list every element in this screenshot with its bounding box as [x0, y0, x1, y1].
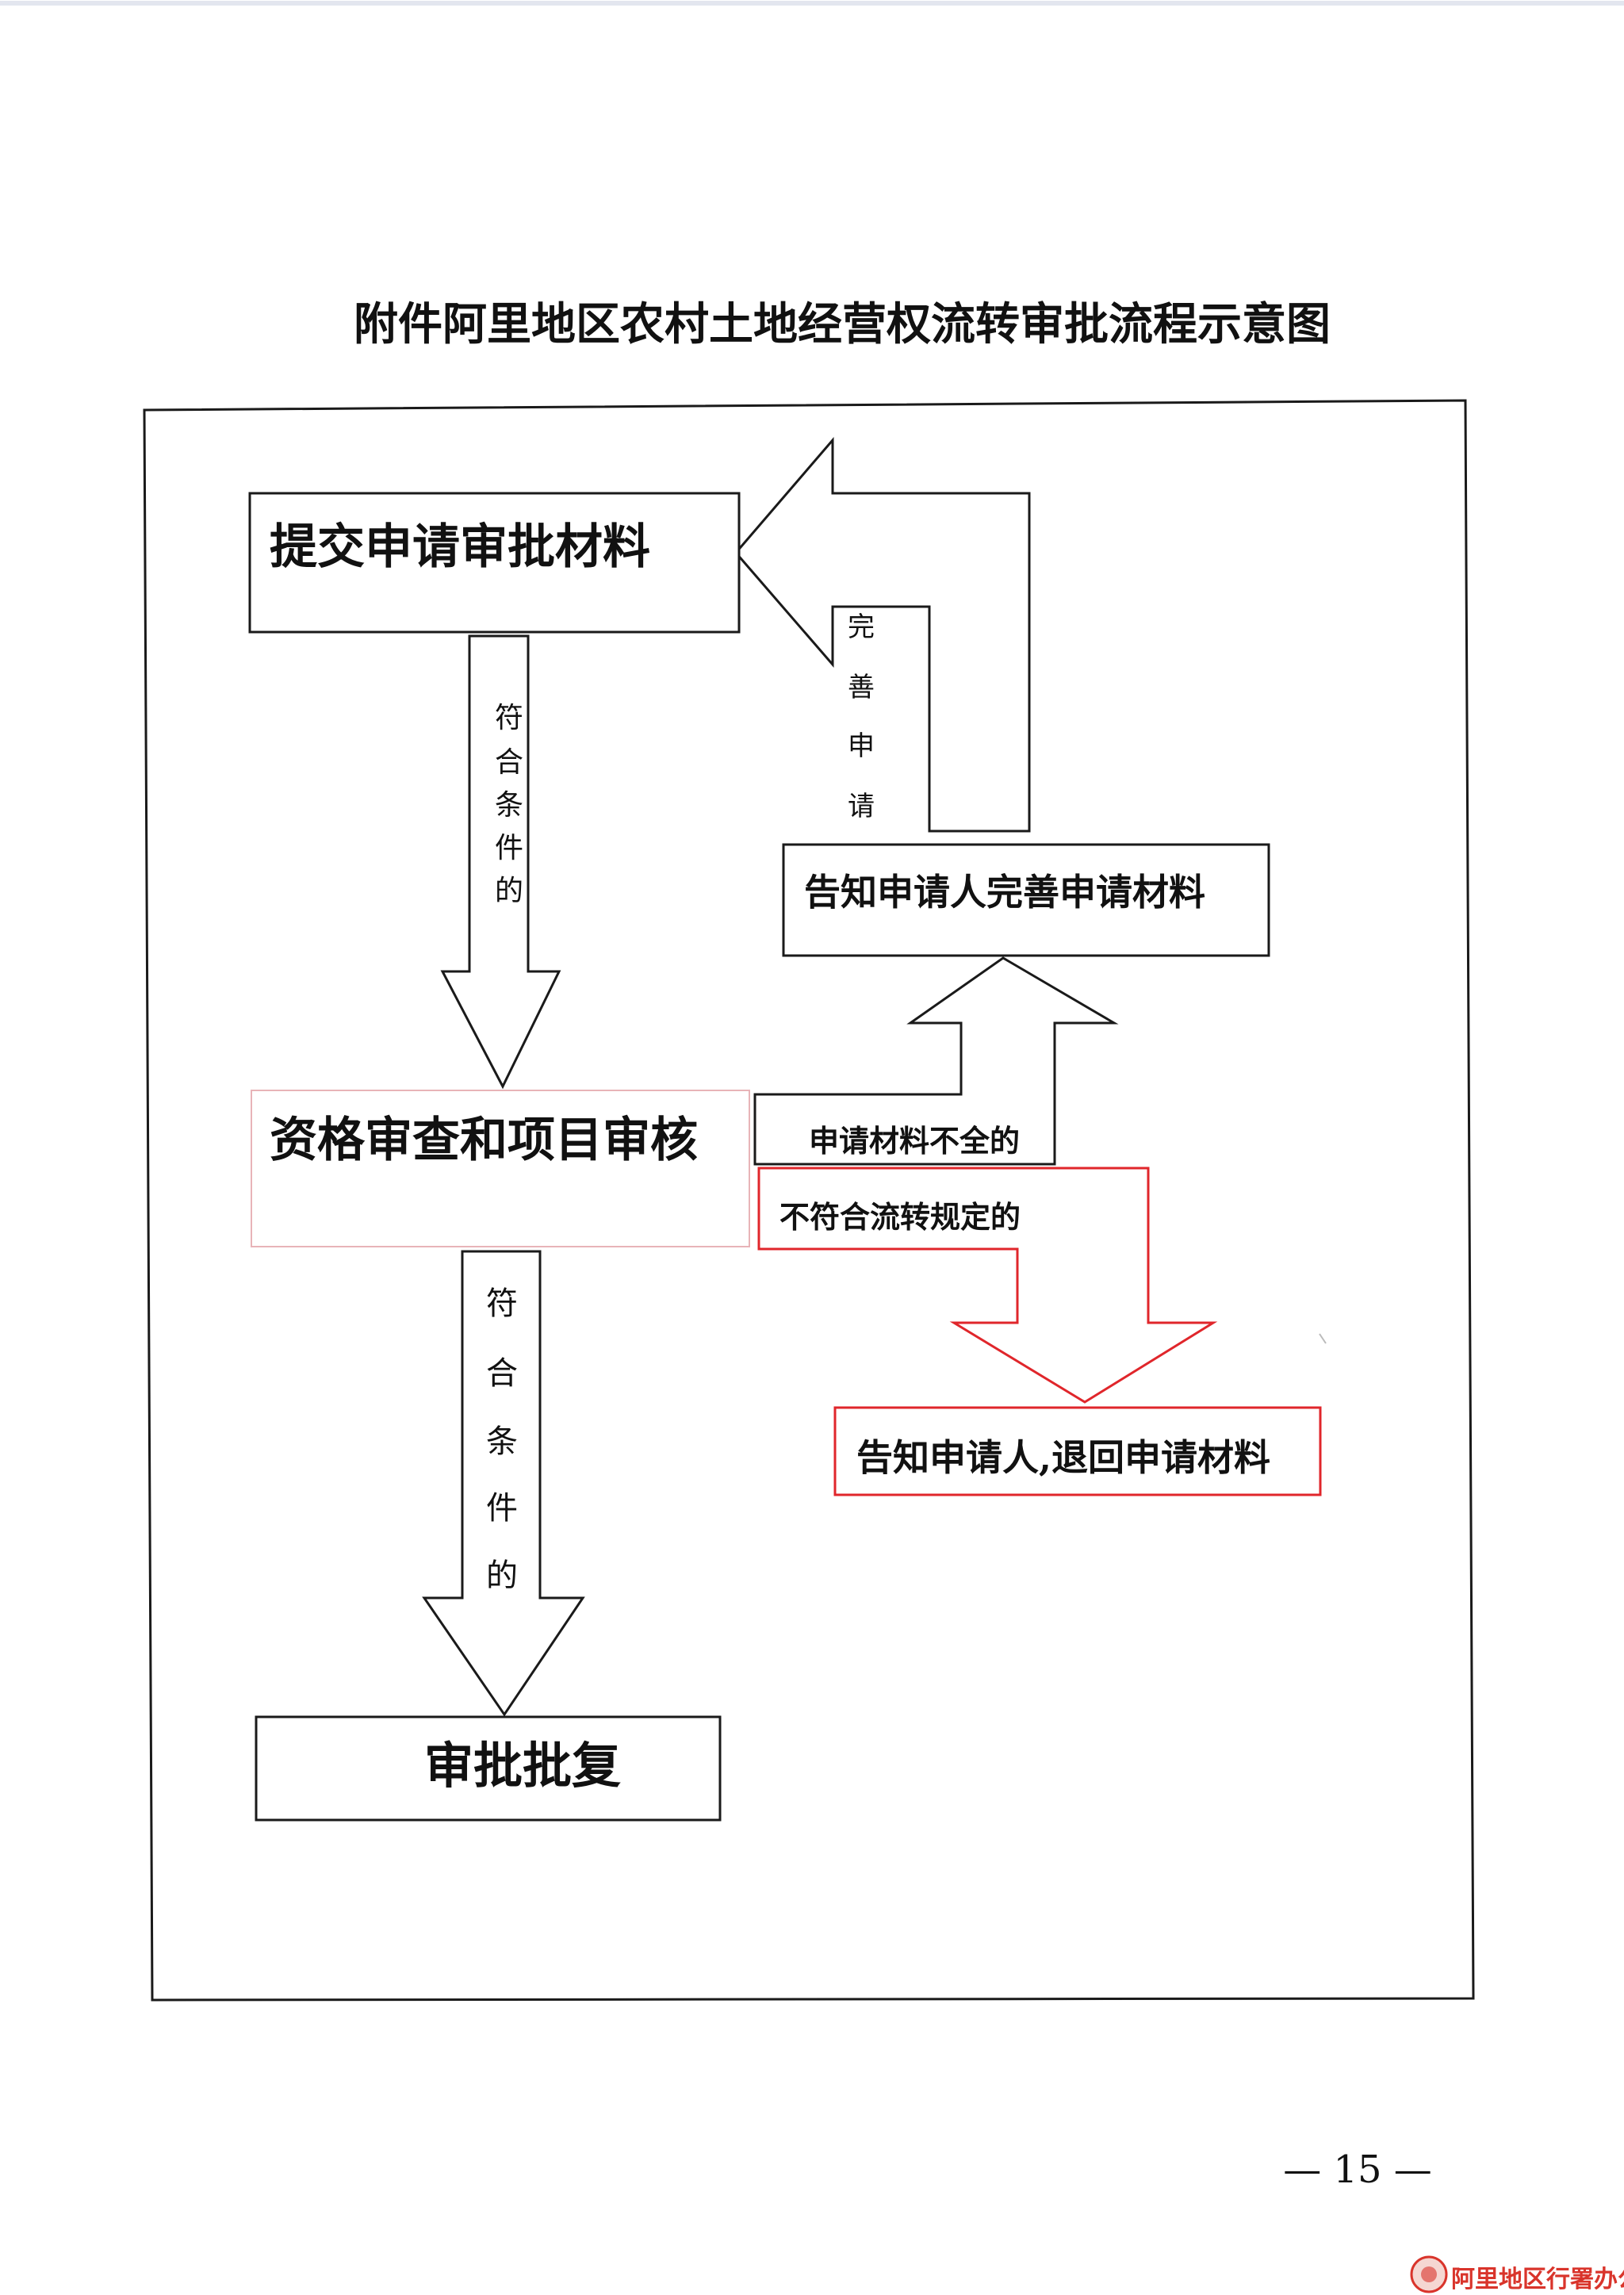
- node-notify-improve-label: 告知申请人完善申请材料: [804, 871, 1205, 914]
- arrow-review-to-approve: [422, 1250, 585, 1717]
- edge-label-char: 条: [486, 1423, 518, 1460]
- edge-label-char: 申: [848, 730, 875, 762]
- seal-icon: [1410, 2255, 1448, 2293]
- page-number: — 15 —: [1283, 2147, 1432, 2192]
- node-submit: [248, 492, 741, 634]
- node-approve: [255, 1715, 722, 1822]
- arrow-submit-to-review: [440, 634, 561, 1090]
- arrow-review-to-notify-return: [757, 1167, 1218, 1404]
- node-review: [251, 1090, 750, 1247]
- edge-label-improve-to-submit: 完 善 申 请 材: [848, 611, 875, 878]
- edge-label-char: 件: [495, 832, 523, 864]
- edge-label-char: 合: [486, 1355, 518, 1392]
- diagram-frame: [143, 399, 1475, 2002]
- edge-label-char: 符: [486, 1285, 518, 1322]
- edge-label-char: 的: [486, 1557, 518, 1594]
- edge-label-review-to-notify-improve: 申请材料不全的: [809, 1123, 1020, 1159]
- return-arrow-to-submit: [734, 436, 1031, 833]
- edge-label-char: 条: [495, 789, 523, 822]
- node-review-label: 资格审查和项目审核: [270, 1113, 698, 1168]
- watermark-text: 阿里地区行署办公室: [1451, 2266, 1624, 2293]
- edge-label-char: 请: [848, 791, 875, 822]
- node-submit-label: 提交申请审批材料: [270, 519, 650, 575]
- edge-label-char: 善: [848, 672, 875, 703]
- document-title: 附件阿里地区农村土地经营权流转审批流程示意图: [354, 298, 1331, 351]
- edge-label-char: 的: [495, 875, 523, 907]
- node-notify-return-label: 告知申请人,退回申请材料: [856, 1436, 1270, 1479]
- edge-label-review-to-notify-return: 不符合流转规定的: [779, 1199, 1021, 1235]
- edge-label-char: 件: [486, 1490, 518, 1527]
- edge-label-submit-to-review: 符 合 条 件 的: [495, 702, 523, 907]
- edge-label-char: 合: [495, 746, 523, 779]
- node-approve-label: 审批批复: [424, 1737, 621, 1795]
- edge-label-review-to-approve: 符 合 条 件 的: [486, 1285, 518, 1594]
- edge-label-char: 完: [848, 611, 875, 643]
- node-notify-return: [833, 1406, 1322, 1496]
- arrow-review-to-notify-improve: [753, 956, 1119, 1166]
- edge-label-char: 符: [495, 702, 523, 734]
- node-notify-improve: [782, 843, 1270, 957]
